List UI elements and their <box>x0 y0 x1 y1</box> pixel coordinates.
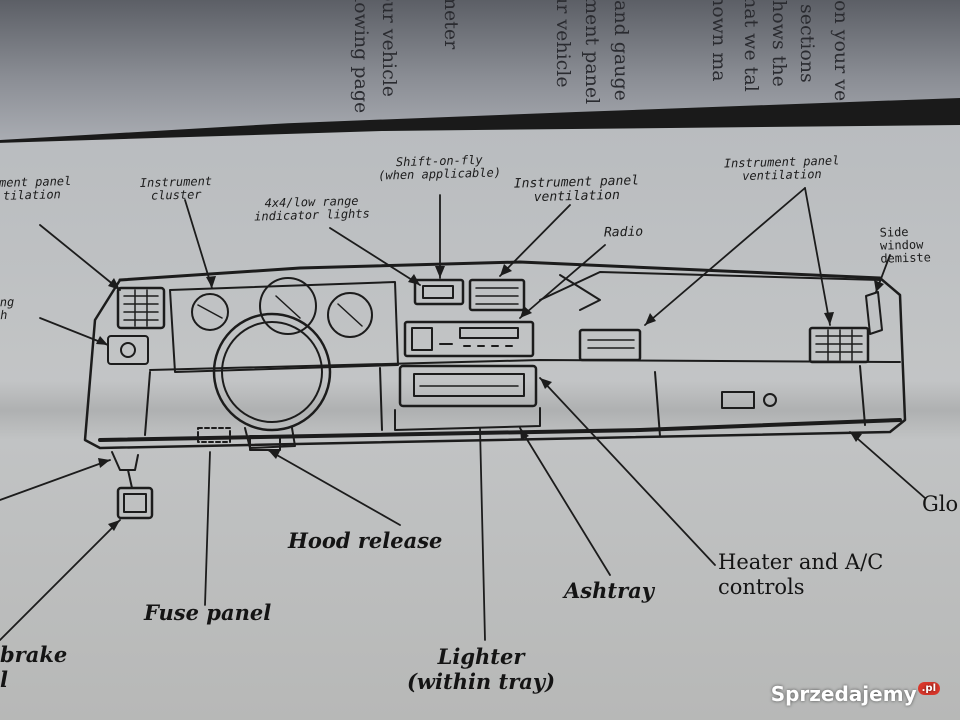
callout-indicator-lights: 4x4/low range indicator lights <box>253 193 370 224</box>
label-lighter: Lighter (within tray) <box>407 644 556 694</box>
label-hood-release: Hood release <box>288 528 443 553</box>
callout-shift-on-fly: Shift-on-fly (when applicable) <box>377 152 502 183</box>
label-ashtray: Ashtray <box>564 578 654 603</box>
callout-side-demister: Side window demiste <box>879 224 932 266</box>
callout-left-switch: ng h <box>0 294 15 323</box>
label-glove-box: Glo <box>922 492 959 516</box>
label-heater-controls: Heater and A/C controls <box>718 550 884 599</box>
callout-ventilation-left: ument panel tilation <box>0 173 72 203</box>
callout-instrument-cluster: Instrument cluster <box>139 174 213 203</box>
callout-ventilation-center: Instrument panel ventilation <box>513 173 640 206</box>
callout-ventilation-right: Instrument panel ventilation <box>723 153 840 184</box>
watermark-logo: Sprzedajemy.pl <box>771 682 940 706</box>
callout-radio: Radio <box>603 224 644 241</box>
label-parking-brake: brake l <box>0 642 68 692</box>
label-fuse-panel: Fuse panel <box>144 600 272 625</box>
